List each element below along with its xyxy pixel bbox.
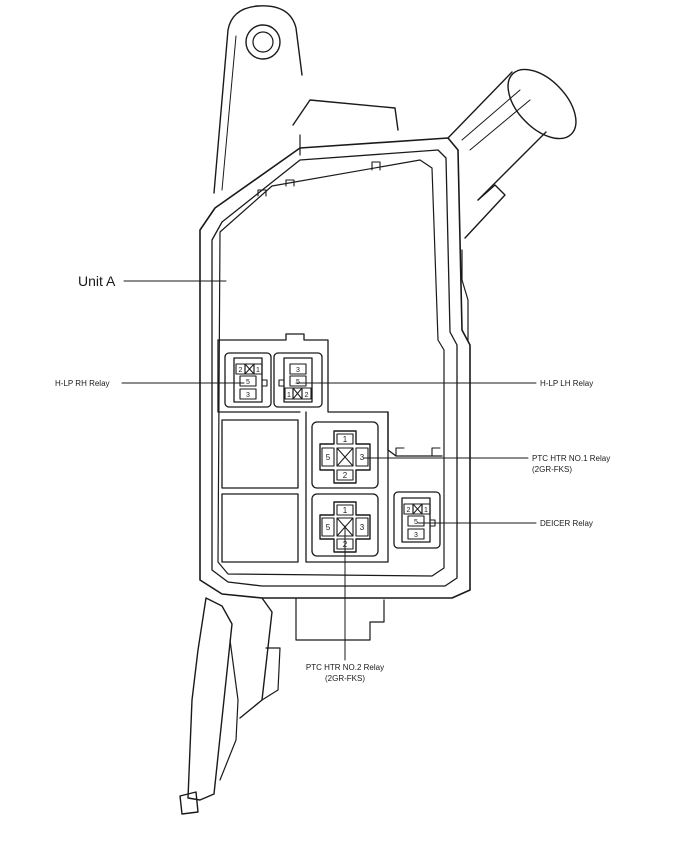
relay-socket-hlp-lh: 3 5 1 2 [273, 352, 323, 408]
pin-2-label: 2 [305, 392, 309, 399]
relay-panel [217, 333, 443, 563]
relay-block-body [179, 5, 577, 815]
pin-3-label: 3 [414, 532, 418, 539]
leader-lines [121, 280, 537, 661]
relay-socket-deicer: 2 1 5 3 [393, 491, 441, 549]
pin-3-label: 3 [296, 367, 300, 374]
pin-2-label: 2 [239, 367, 243, 374]
deicer-relay-label: DEICER Relay [540, 519, 593, 528]
pin-1-label: 1 [287, 392, 291, 399]
hlp-rh-relay-label: H-LP RH Relay [55, 379, 110, 388]
mounting-hole-icon [245, 24, 281, 60]
pin-2-label: 2 [407, 507, 411, 514]
unit-a-label: Unit A [78, 273, 116, 289]
relay-socket-hlp-rh: 2 1 5 3 [224, 352, 272, 408]
pin-5-label: 5 [246, 379, 250, 386]
pin-1-label: 1 [424, 507, 428, 514]
pin-2-label: 2 [343, 471, 348, 480]
pin-1-label: 1 [343, 506, 348, 515]
pin-1-label: 1 [343, 435, 348, 444]
hlp-lh-relay-label: H-LP LH Relay [540, 379, 593, 388]
pin-3-label: 3 [360, 453, 365, 462]
ptc-htr-2-relay-label: PTC HTR NO.2 Relay [306, 663, 384, 672]
blank-cavity-lower [221, 493, 299, 563]
pin-5-label: 5 [414, 519, 418, 526]
pin-3-label: 3 [360, 523, 365, 532]
pin-1-label: 1 [256, 367, 260, 374]
relay-socket-ptc-htr-1: 1 5 3 2 [311, 421, 379, 489]
pin-3-label: 3 [246, 392, 250, 399]
blank-cavity-upper [221, 419, 299, 489]
ptc-htr-2-engine-label: (2GR-FKS) [325, 674, 365, 683]
ptc-htr-1-engine-label: (2GR-FKS) [532, 465, 572, 474]
pin-5-label: 5 [326, 453, 331, 462]
pin-5-label: 5 [326, 523, 331, 532]
ptc-htr-1-relay-label: PTC HTR NO.1 Relay [532, 454, 610, 463]
